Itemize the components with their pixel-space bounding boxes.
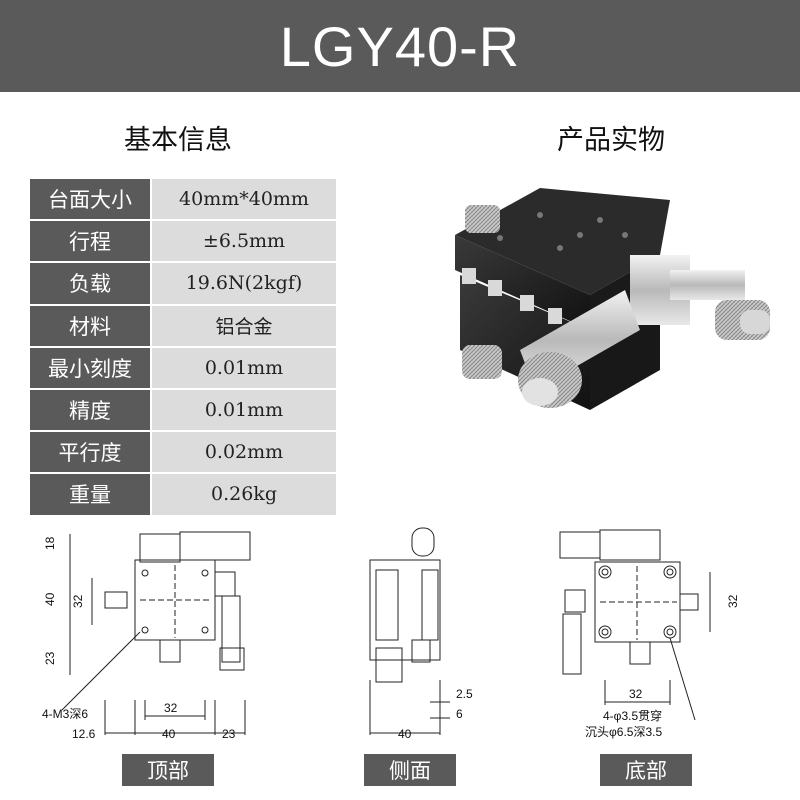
dim-32-horizontal: 32: [164, 701, 178, 715]
dim-2-5: 2.5: [456, 687, 473, 701]
spec-row: 行程±6.5mm: [30, 221, 336, 264]
bottom-view-drawing: 32 32 4-φ3.5贯穿 沉头φ6.5深3.5: [559, 529, 740, 739]
spec-value: ±6.5mm: [150, 221, 336, 264]
dim-23-horizontal: 23: [222, 727, 236, 741]
spec-value: 0.01mm: [150, 389, 336, 433]
dim-12-6: 12.6: [72, 727, 96, 741]
dim-32-vertical: 32: [726, 594, 740, 608]
spec-label: 最小刻度: [30, 347, 150, 390]
dim-32-horizontal: 32: [629, 687, 643, 701]
stage-top-plate: [455, 188, 670, 295]
dim-32-vertical: 32: [71, 594, 85, 608]
spec-label: 精度: [30, 389, 150, 433]
spec-row: 材料铝合金: [30, 305, 336, 348]
spec-value: 19.6N(2kgf): [150, 263, 336, 306]
spec-value: 40mm*40mm: [150, 179, 336, 222]
spec-label: 行程: [30, 221, 150, 264]
spec-value: 0.01mm: [150, 347, 336, 390]
product-model-title: LGY40-R: [279, 14, 521, 78]
dim-18: 18: [43, 536, 57, 550]
through-holes-note: 4-φ3.5贯穿: [603, 708, 662, 723]
spec-label: 材料: [30, 305, 150, 348]
dim-40: 40: [398, 727, 412, 741]
counterbore-note: 沉头φ6.5深3.5: [585, 725, 662, 739]
spec-label: 重量: [30, 474, 150, 517]
holes-note: 4-M3深6: [42, 707, 88, 721]
spec-value: 0.02mm: [150, 432, 336, 475]
product-photo: [455, 188, 770, 410]
product-photo-heading: 产品实物: [557, 125, 665, 156]
dim-23-vertical: 23: [43, 651, 57, 665]
spec-label: 平行度: [30, 432, 150, 475]
spec-value: 铝合金: [150, 305, 336, 348]
spec-label: 负载: [30, 263, 150, 306]
adjustment-knob: [465, 205, 500, 233]
spec-value: 0.26kg: [150, 474, 336, 517]
dim-40-horizontal: 40: [162, 727, 176, 741]
side-view-drawing: 2.5 6 40: [369, 527, 473, 741]
title-banner: LGY40-R: [0, 0, 800, 92]
basic-info-heading: 基本信息: [124, 125, 232, 156]
bottom-view-label: 底部: [600, 754, 692, 786]
dim-40-vertical: 40: [43, 592, 57, 606]
side-view-label: 侧面: [364, 754, 456, 786]
spec-label: 台面大小: [30, 179, 150, 222]
top-view-drawing: 18 40 32 23 4-M3深6 32 12.6 40 23: [42, 531, 251, 741]
dim-6: 6: [456, 707, 463, 721]
top-view-label: 顶部: [122, 754, 214, 786]
